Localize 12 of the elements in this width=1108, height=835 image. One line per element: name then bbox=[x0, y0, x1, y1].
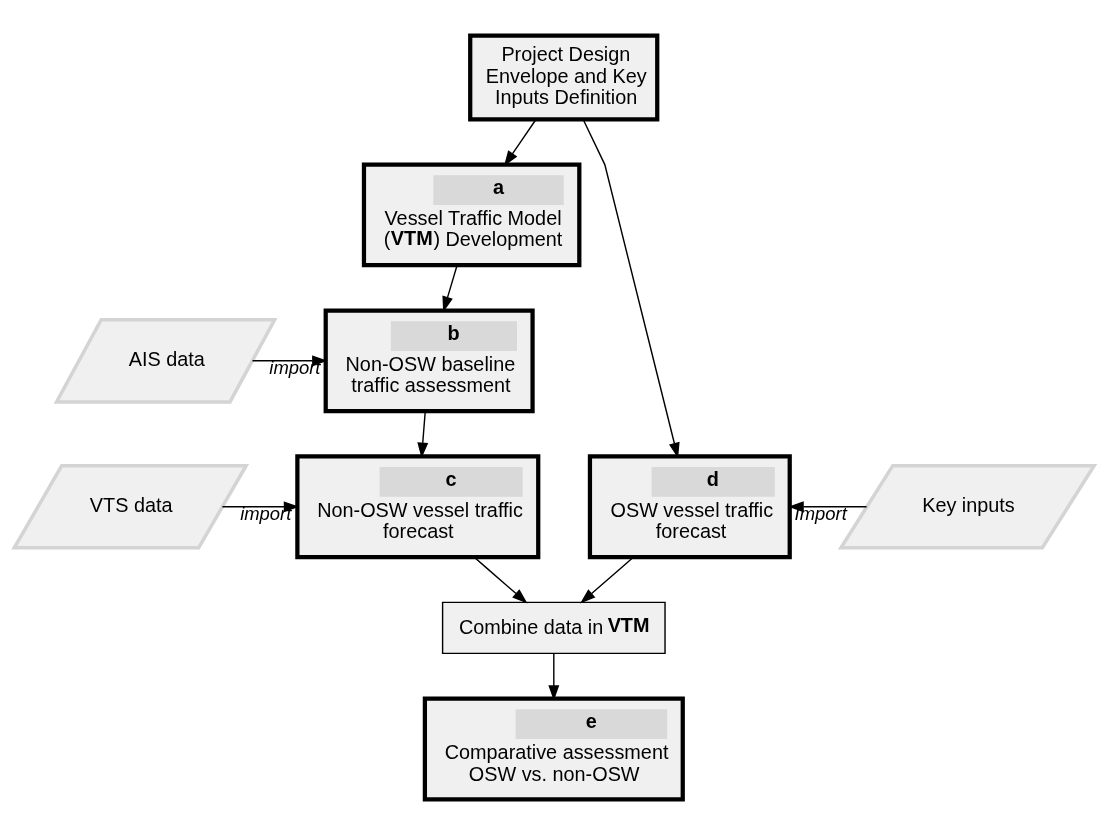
node-box: c Non-OSW vessel traffic forecast bbox=[295, 454, 541, 560]
arrow bbox=[251, 355, 328, 367]
arrow bbox=[548, 653, 560, 701]
node-box: a Vessel Traffic Model (VTM) Development bbox=[361, 162, 582, 268]
arrow bbox=[473, 556, 528, 604]
node-box: d OSW vessel traffic forecast bbox=[587, 454, 792, 560]
arrow bbox=[788, 501, 868, 513]
node-box: Combine data in VTM bbox=[441, 601, 666, 655]
arrow bbox=[580, 556, 635, 604]
node-box: Project Design Envelope and Key Inputs Definition bbox=[468, 33, 660, 122]
node-box: b Non-OSW baseline traffic assessment bbox=[323, 308, 535, 414]
node-box: e Comparative assessment OSW vs. non-OSW bbox=[422, 696, 685, 802]
